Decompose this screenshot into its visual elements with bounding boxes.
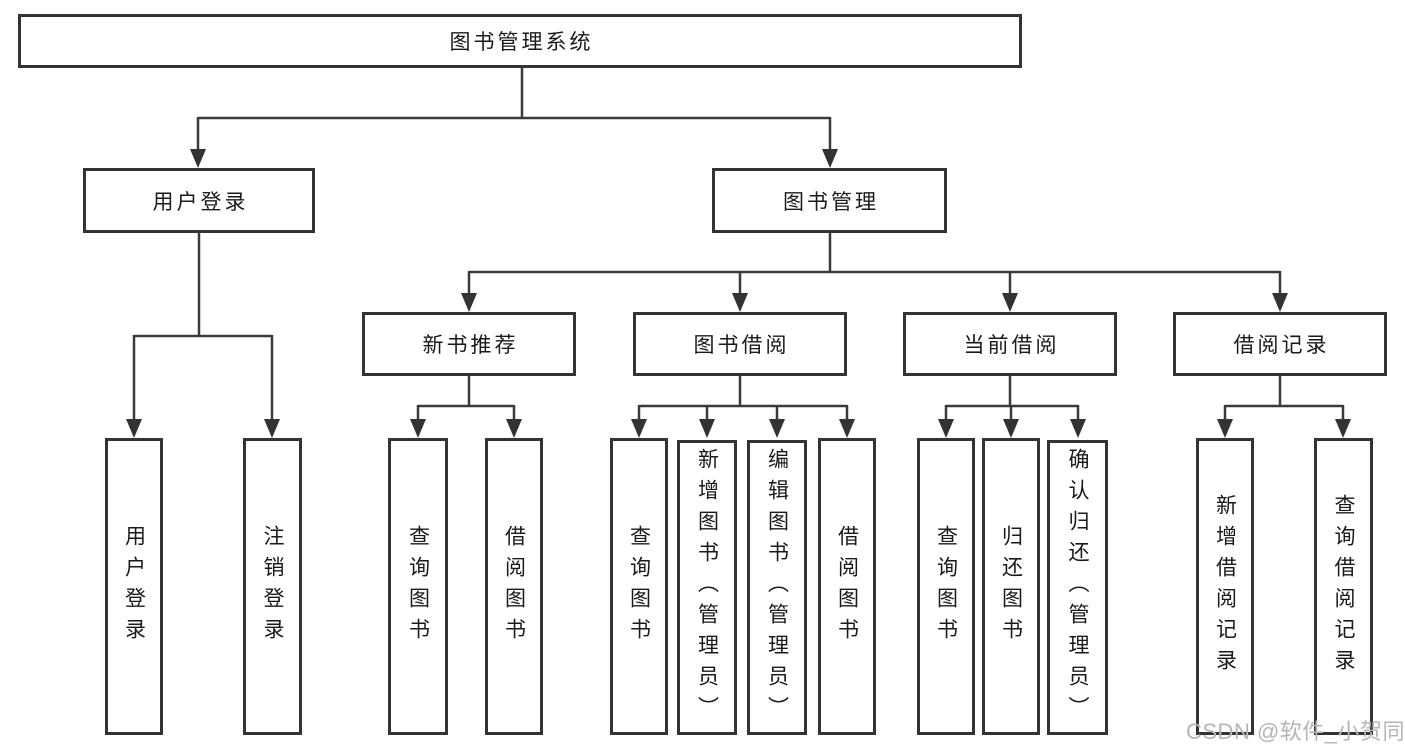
node-label: 注销登录 bbox=[261, 524, 284, 649]
node-label: 图书借阅 bbox=[693, 334, 790, 357]
node-borrow-books-2: 借阅图书 bbox=[818, 438, 876, 735]
node-user-login: 用户登录 bbox=[83, 168, 315, 233]
node-logout: 注销登录 bbox=[243, 438, 302, 735]
node-label: 用户登录 bbox=[152, 190, 249, 214]
node-label: 确认归还（管理员） bbox=[1066, 448, 1089, 727]
node-query-books-1: 查询图书 bbox=[388, 438, 448, 735]
node-label: 用户登录 bbox=[122, 524, 146, 649]
node-label: 归还图书 bbox=[999, 524, 1023, 649]
node-label: 新增图书（管理员） bbox=[695, 448, 719, 727]
node-book-management: 图书管理 bbox=[712, 168, 947, 233]
node-label: 图书管理 bbox=[783, 190, 879, 214]
node-label: 当前借阅 bbox=[963, 334, 1060, 357]
node-user-login-leaf: 用户登录 bbox=[105, 438, 163, 735]
node-label: 编辑图书（管理员） bbox=[765, 448, 789, 727]
node-borrowing-records: 借阅记录 bbox=[1173, 312, 1387, 376]
node-add-book-admin: 新增图书（管理员） bbox=[677, 440, 737, 735]
node-label: 新增借阅记录 bbox=[1213, 493, 1237, 680]
watermark-csdn: CSDN @软件_小贺同学 bbox=[1186, 719, 1405, 744]
node-new-book-recommendation: 新书推荐 bbox=[362, 312, 576, 376]
node-label: 查询图书 bbox=[934, 524, 958, 649]
node-return-book: 归还图书 bbox=[982, 438, 1040, 735]
node-borrow-books-1: 借阅图书 bbox=[485, 438, 543, 735]
node-query-books-3: 查询图书 bbox=[917, 438, 975, 735]
node-label: 新书推荐 bbox=[422, 334, 519, 357]
node-label: 查询图书 bbox=[406, 524, 430, 649]
node-library-system: 图书管理系统 bbox=[18, 14, 1022, 68]
node-label: 借阅记录 bbox=[1233, 334, 1330, 357]
node-query-borrow-record: 查询借阅记录 bbox=[1314, 438, 1373, 735]
node-label: 图书管理系统 bbox=[449, 31, 594, 54]
node-book-borrowing: 图书借阅 bbox=[633, 312, 847, 376]
node-label: 借阅图书 bbox=[835, 524, 859, 649]
node-confirm-return-admin: 确认归还（管理员） bbox=[1047, 440, 1108, 735]
node-edit-book-admin: 编辑图书（管理员） bbox=[747, 440, 807, 735]
node-label: 查询借阅记录 bbox=[1332, 493, 1355, 680]
node-label: 查询图书 bbox=[627, 524, 651, 649]
node-query-books-2: 查询图书 bbox=[610, 438, 668, 735]
node-label: 借阅图书 bbox=[502, 524, 526, 649]
node-current-borrowing: 当前借阅 bbox=[903, 312, 1117, 376]
arrowhead-icons bbox=[126, 149, 1351, 438]
node-add-borrow-record: 新增借阅记录 bbox=[1196, 438, 1254, 735]
